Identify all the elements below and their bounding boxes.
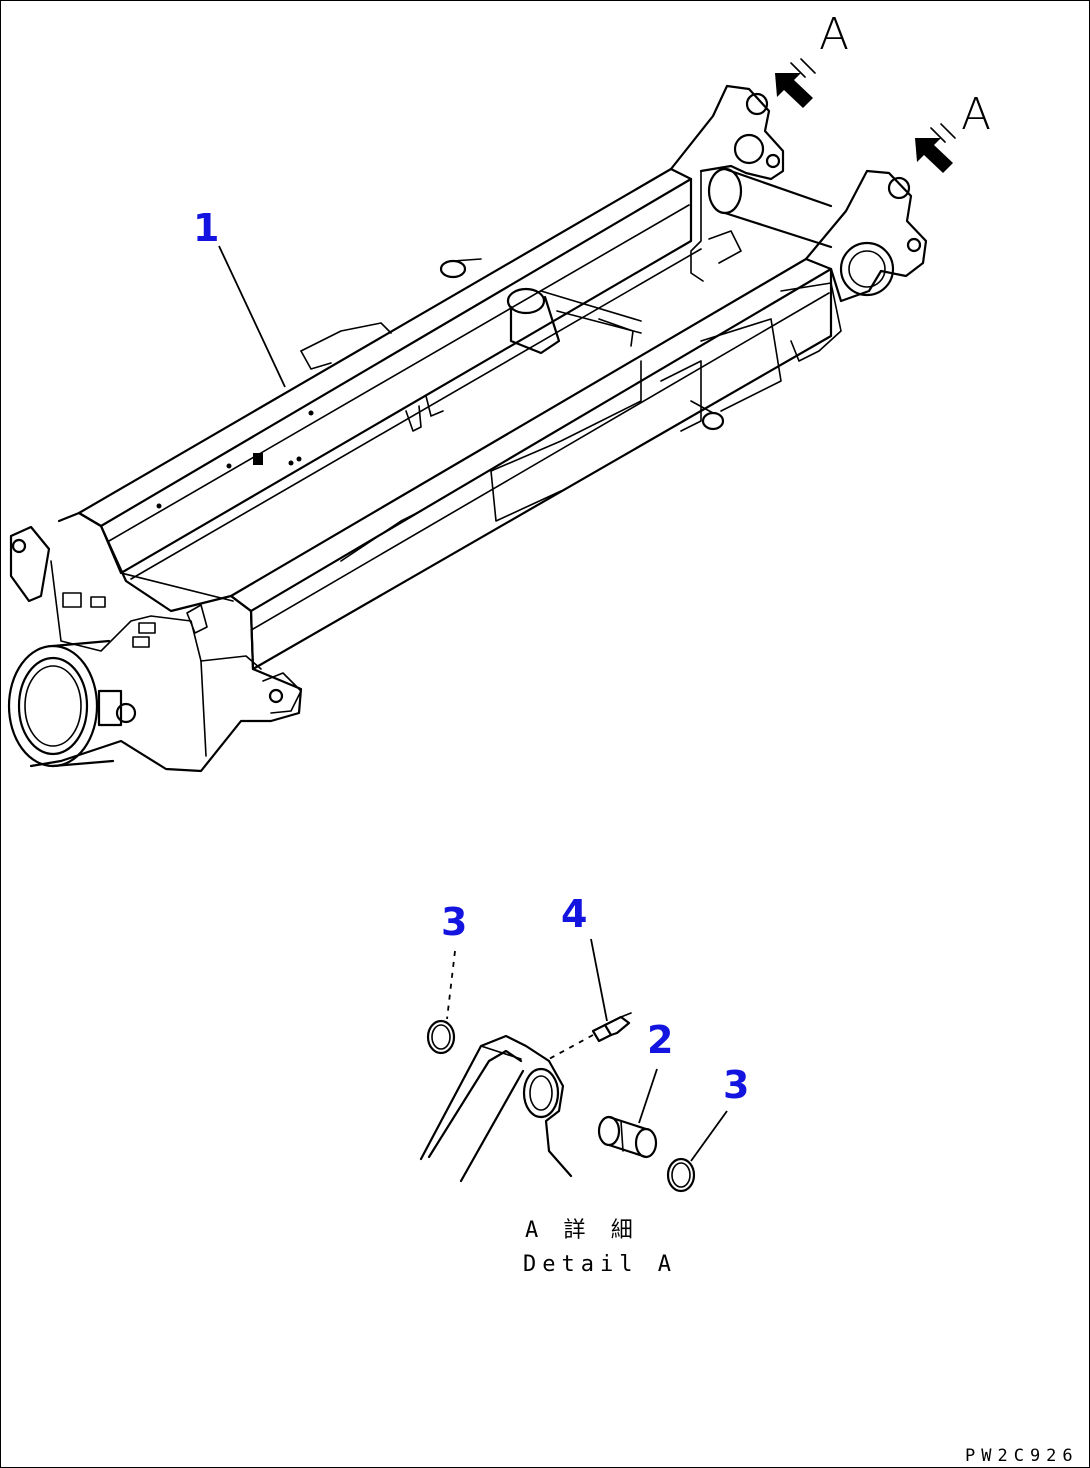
callout-1-leader [218,245,286,388]
frame-front-lugs [669,84,928,412]
detail-a-drawing [419,938,728,1193]
detail-caption-en: Detail A [523,1252,677,1277]
view-mark-a-right: A [961,89,991,140]
detail-caption-jp: A 詳 細 [525,1218,639,1243]
callout-1: 1 [193,206,219,250]
callout-3-left: 3 [441,900,467,944]
callout-2: 2 [647,1018,673,1062]
figure-id: PW2C926 [965,1446,1079,1466]
view-arrow-right [915,123,956,173]
boom-frame-body [77,167,833,671]
callout-3-right: 3 [723,1063,749,1107]
view-mark-a-left: A [819,9,849,60]
callout-4: 4 [561,892,587,936]
frame-rear-housing [7,511,303,773]
view-arrow-left [775,58,816,108]
